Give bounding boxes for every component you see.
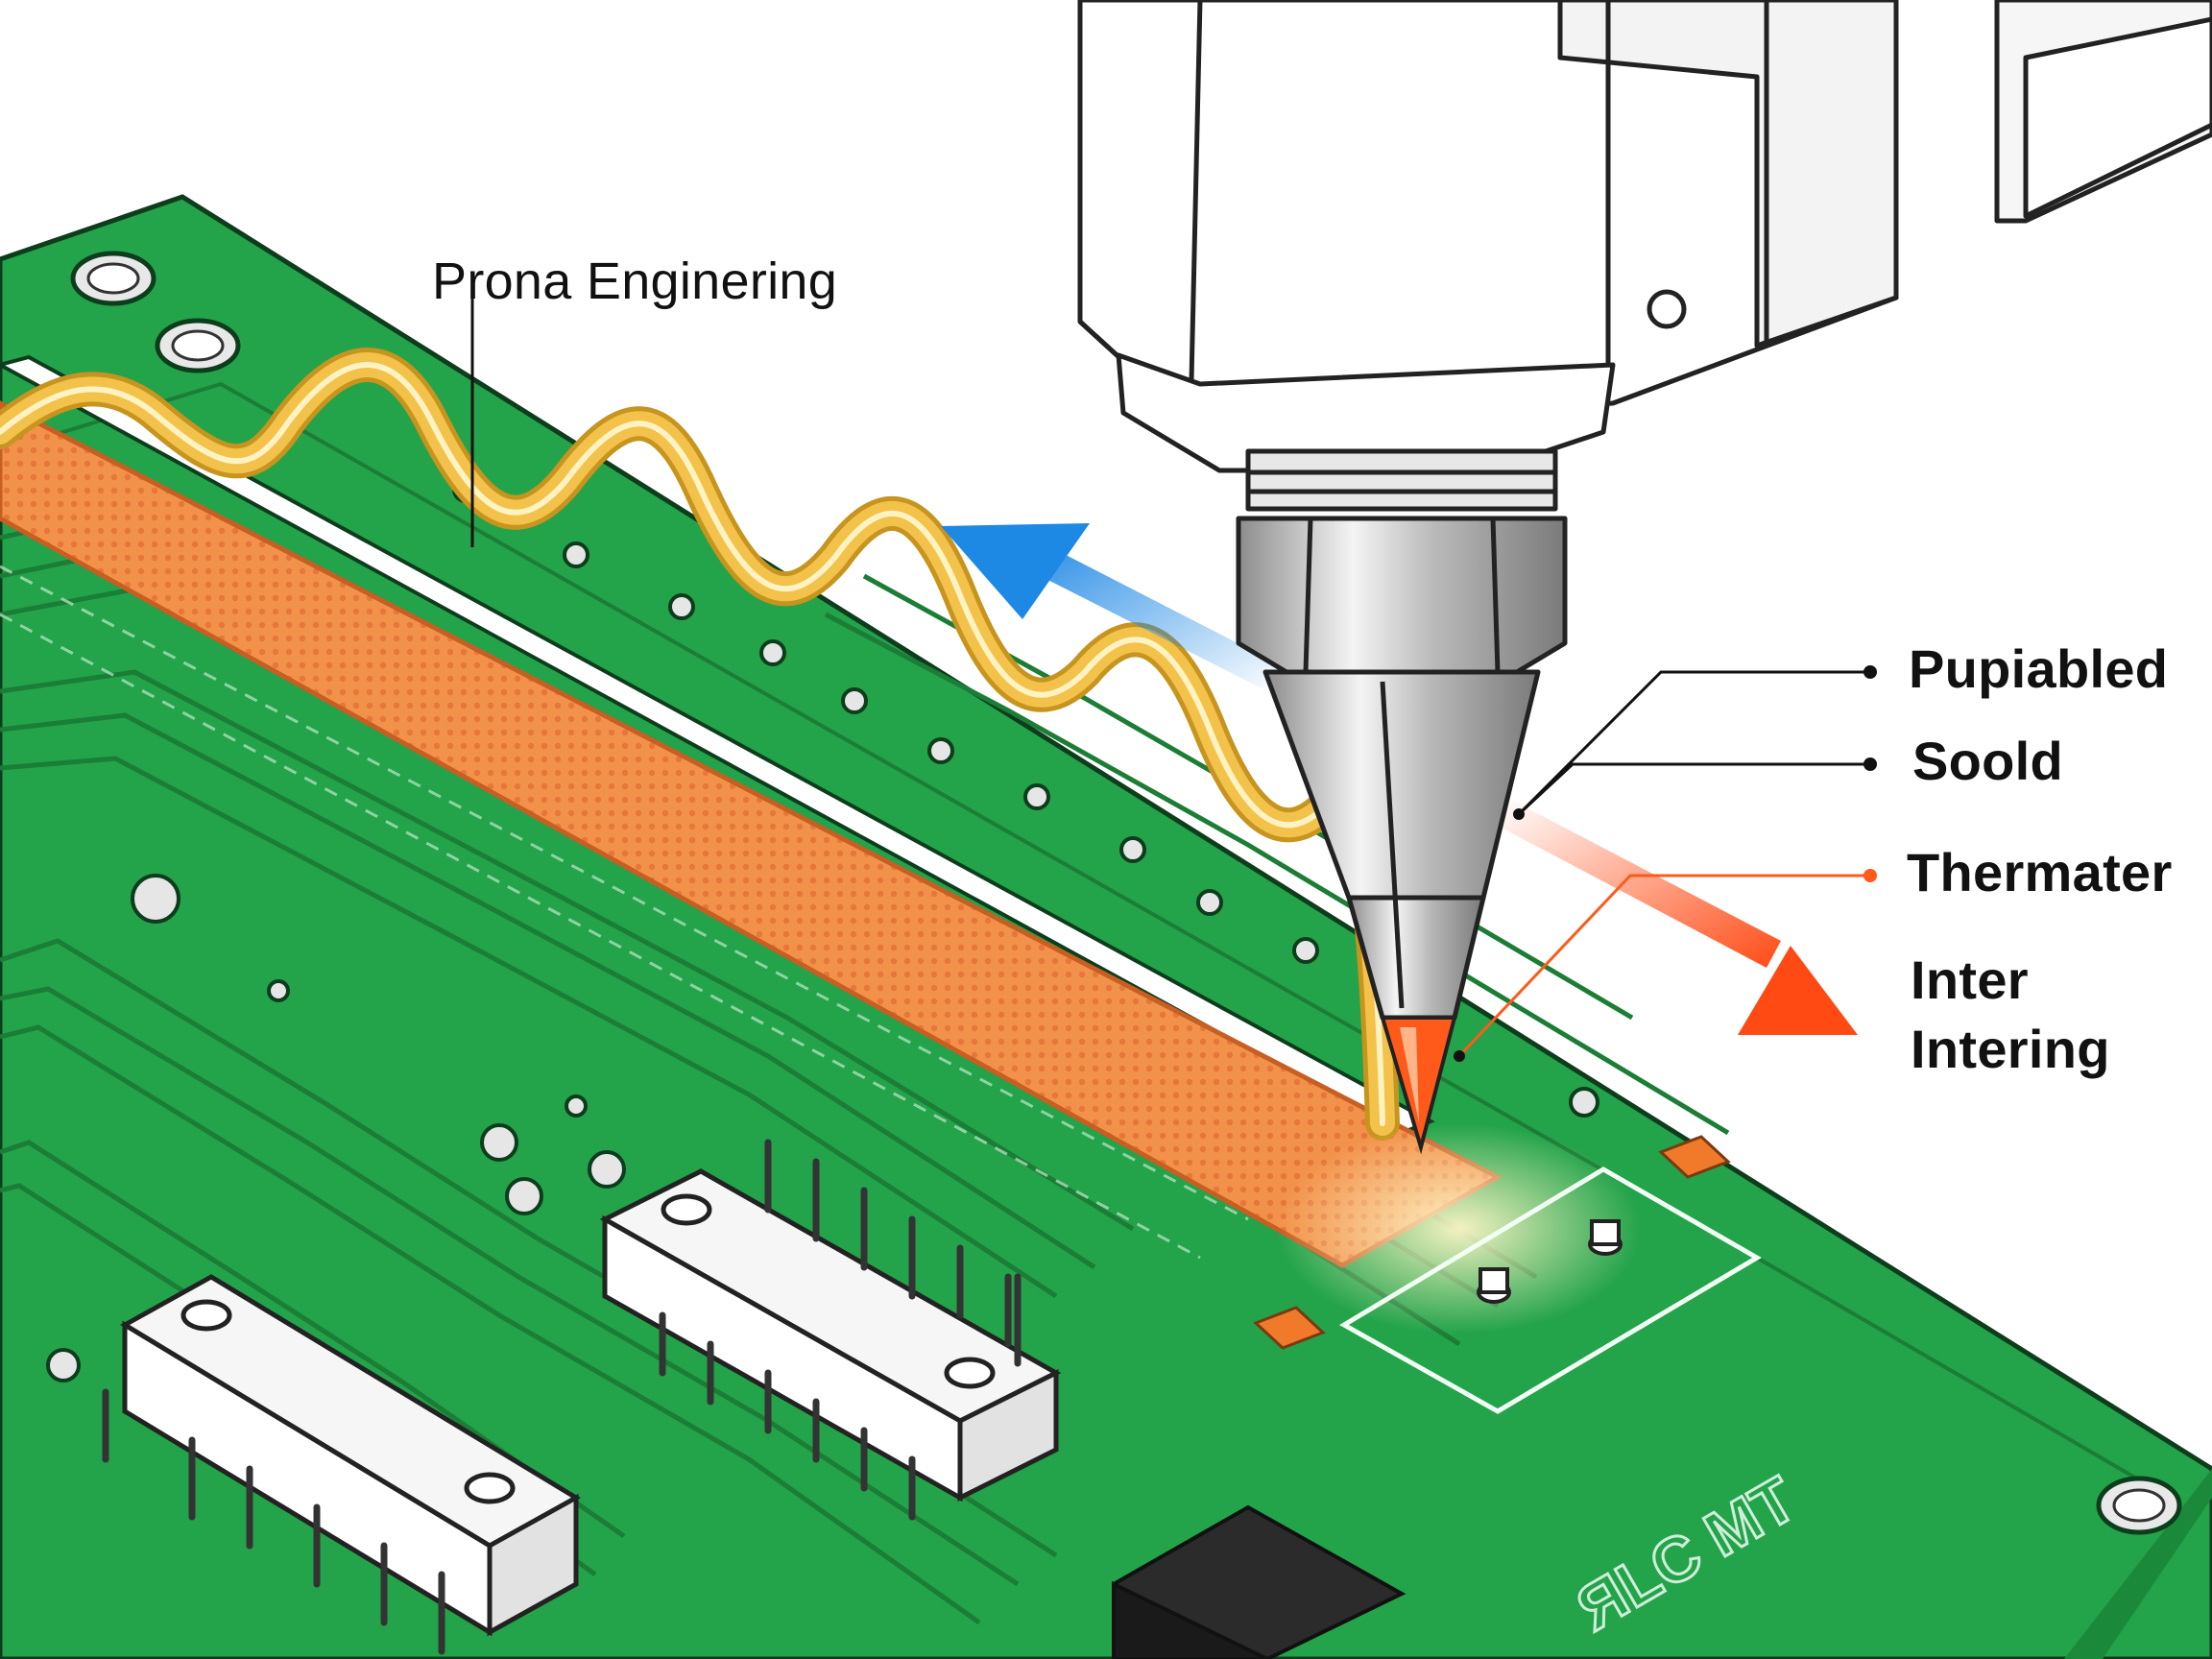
diagram-title-label: Prona Enginering <box>432 252 838 310</box>
leader-lines-hot <box>1457 874 1870 1058</box>
header-connector-right <box>599 1168 1062 1503</box>
nozzle-tip-icon <box>1380 1016 1457 1155</box>
pad-outline <box>1339 1166 1762 1414</box>
mounting-holes <box>70 251 2182 1535</box>
ic-chip <box>1112 1504 1407 1659</box>
soldering-tool-icon <box>1077 0 2212 1021</box>
header-connector-left <box>120 1274 581 1637</box>
smd-components <box>1253 1135 1731 1350</box>
callout-label-1: Pupiabled <box>1909 638 2169 699</box>
red-arrow-icon <box>1498 801 1858 1035</box>
heat-glow <box>1277 1123 1642 1334</box>
callout-label-4-line2: Intering <box>1911 1019 2110 1079</box>
leader-lines <box>470 298 1870 816</box>
leader-dots <box>1454 665 1877 1062</box>
pcb-silk-lines <box>0 565 1249 1260</box>
wavy-wire <box>0 348 1400 1141</box>
blue-arrow-icon <box>941 523 1283 691</box>
edge-connector-strip <box>0 354 1435 1136</box>
connector-pins <box>102 1139 1022 1655</box>
callout-label-3: Thermater <box>1907 842 2173 902</box>
callout-label-2: Soold <box>1912 731 2064 791</box>
callout-label-4-line1: Inter <box>1911 950 2029 1010</box>
